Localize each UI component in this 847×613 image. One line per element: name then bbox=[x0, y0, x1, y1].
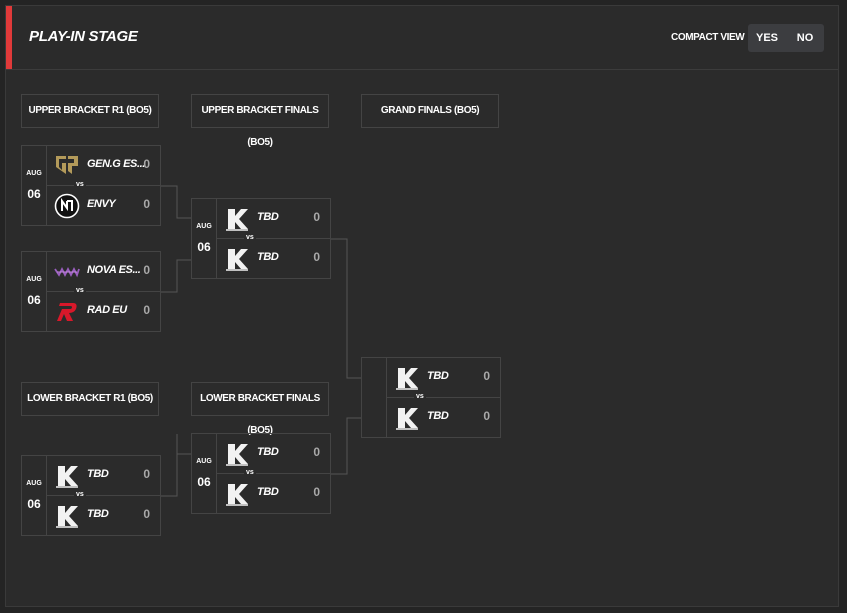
page-title: PLAY-IN STAGE bbox=[29, 28, 138, 45]
team-row[interactable]: TBD 0 bbox=[217, 474, 330, 513]
vs-label: vs bbox=[74, 180, 86, 190]
tbd-logo-icon bbox=[226, 484, 248, 506]
nova-logo-icon bbox=[54, 266, 80, 278]
team-score: 0 bbox=[143, 157, 150, 171]
match-lb-finals[interactable]: AUG 06 TBD 0 TBD 0 vs bbox=[191, 433, 331, 514]
team-row[interactable]: TBD 0 bbox=[217, 199, 330, 239]
match-date: AUG 06 bbox=[22, 146, 47, 225]
vs-label: vs bbox=[244, 233, 256, 243]
match-month: AUG bbox=[196, 458, 212, 465]
match-month: AUG bbox=[26, 276, 42, 283]
team-row[interactable]: TBD 0 bbox=[387, 358, 500, 398]
team-row[interactable]: ENVY 0 bbox=[47, 186, 160, 225]
match-day: 06 bbox=[27, 187, 41, 201]
team-name: TBD bbox=[257, 251, 279, 263]
team-name: GEN.G ES... bbox=[87, 158, 145, 170]
bracket-connectors bbox=[161, 185, 362, 497]
bracket-panel: PLAY-IN STAGE COMPACT VIEW YES NO UPPER … bbox=[5, 5, 839, 607]
round-label-ub-r1: UPPER BRACKET R1 (BO5) bbox=[21, 94, 159, 128]
team-name: TBD bbox=[87, 508, 109, 520]
tbd-logo-icon bbox=[56, 506, 78, 528]
team-row[interactable]: NOVA ES... 0 bbox=[47, 252, 160, 292]
match-ub-finals[interactable]: AUG 06 TBD 0 TBD 0 vs bbox=[191, 198, 331, 279]
tbd-logo-icon bbox=[226, 249, 248, 271]
vs-label: vs bbox=[414, 392, 426, 402]
team-score: 0 bbox=[313, 210, 320, 224]
vs-label: vs bbox=[74, 490, 86, 500]
team-score: 0 bbox=[143, 263, 150, 277]
accent-bar bbox=[6, 6, 12, 69]
team-row[interactable]: RAD EU 0 bbox=[47, 292, 160, 331]
team-score: 0 bbox=[313, 485, 320, 499]
match-month: AUG bbox=[26, 480, 42, 487]
match-month: AUG bbox=[26, 170, 42, 177]
tbd-logo-icon bbox=[226, 444, 248, 466]
team-name: RAD EU bbox=[87, 304, 127, 316]
team-score: 0 bbox=[313, 445, 320, 459]
team-row[interactable]: TBD 0 bbox=[47, 496, 160, 535]
match-ub-r1-2[interactable]: AUG 06 NOVA ES... 0 RAD EU 0 vs bbox=[21, 251, 161, 332]
team-score: 0 bbox=[143, 507, 150, 521]
team-name: TBD bbox=[257, 211, 279, 223]
geng-logo-icon bbox=[56, 156, 78, 174]
team-name: TBD bbox=[427, 370, 449, 382]
team-score: 0 bbox=[313, 250, 320, 264]
match-date: AUG 06 bbox=[192, 434, 217, 513]
round-label-ub-finals: UPPER BRACKET FINALS (BO5) bbox=[191, 94, 329, 148]
match-grand-finals[interactable]: TBD 0 TBD 0 vs bbox=[361, 357, 501, 438]
team-row[interactable]: TBD 0 bbox=[217, 239, 330, 278]
match-lb-r1[interactable]: AUG 06 TBD 0 TBD 0 vs bbox=[21, 455, 161, 536]
team-score: 0 bbox=[483, 369, 490, 383]
rad-logo-icon bbox=[57, 303, 77, 321]
vs-label: vs bbox=[244, 468, 256, 478]
round-label-grand-finals: GRAND FINALS (BO5) bbox=[361, 94, 499, 128]
compact-view-toggle[interactable]: YES NO bbox=[748, 24, 824, 52]
team-name: TBD bbox=[257, 486, 279, 498]
match-day: 06 bbox=[197, 240, 211, 254]
team-name: NOVA ES... bbox=[87, 264, 141, 276]
team-name: TBD bbox=[427, 410, 449, 422]
match-date: AUG 06 bbox=[192, 199, 217, 278]
vs-label: vs bbox=[74, 286, 86, 296]
tbd-logo-icon bbox=[396, 368, 418, 390]
compact-no-button[interactable]: NO bbox=[796, 32, 814, 44]
team-row[interactable]: TBD 0 bbox=[47, 456, 160, 496]
match-date bbox=[362, 358, 387, 437]
stage-header: PLAY-IN STAGE COMPACT VIEW YES NO bbox=[6, 6, 838, 70]
team-score: 0 bbox=[483, 409, 490, 423]
team-name: TBD bbox=[87, 468, 109, 480]
team-score: 0 bbox=[143, 467, 150, 481]
team-name: ENVY bbox=[87, 198, 116, 210]
match-date: AUG 06 bbox=[22, 252, 47, 331]
team-name: TBD bbox=[257, 446, 279, 458]
tbd-logo-icon bbox=[396, 408, 418, 430]
match-day: 06 bbox=[27, 293, 41, 307]
compact-yes-button[interactable]: YES bbox=[755, 32, 778, 44]
tbd-logo-icon bbox=[56, 466, 78, 488]
match-date: AUG 06 bbox=[22, 456, 47, 535]
team-row[interactable]: TBD 0 bbox=[217, 434, 330, 474]
team-row[interactable]: TBD 0 bbox=[387, 398, 500, 437]
round-label-lb-r1: LOWER BRACKET R1 (BO5) bbox=[21, 382, 159, 416]
match-ub-r1-1[interactable]: AUG 06 GEN.G ES... 0 ENVY 0 vs bbox=[21, 145, 161, 226]
team-row[interactable]: GEN.G ES... 0 bbox=[47, 146, 160, 186]
compact-view-label: COMPACT VIEW bbox=[671, 32, 745, 43]
match-day: 06 bbox=[27, 497, 41, 511]
team-score: 0 bbox=[143, 303, 150, 317]
team-score: 0 bbox=[143, 197, 150, 211]
match-month: AUG bbox=[196, 223, 212, 230]
match-day: 06 bbox=[197, 475, 211, 489]
round-label-lb-finals: LOWER BRACKET FINALS (BO5) bbox=[191, 382, 329, 436]
envy-logo-icon bbox=[54, 193, 80, 219]
tbd-logo-icon bbox=[226, 209, 248, 231]
